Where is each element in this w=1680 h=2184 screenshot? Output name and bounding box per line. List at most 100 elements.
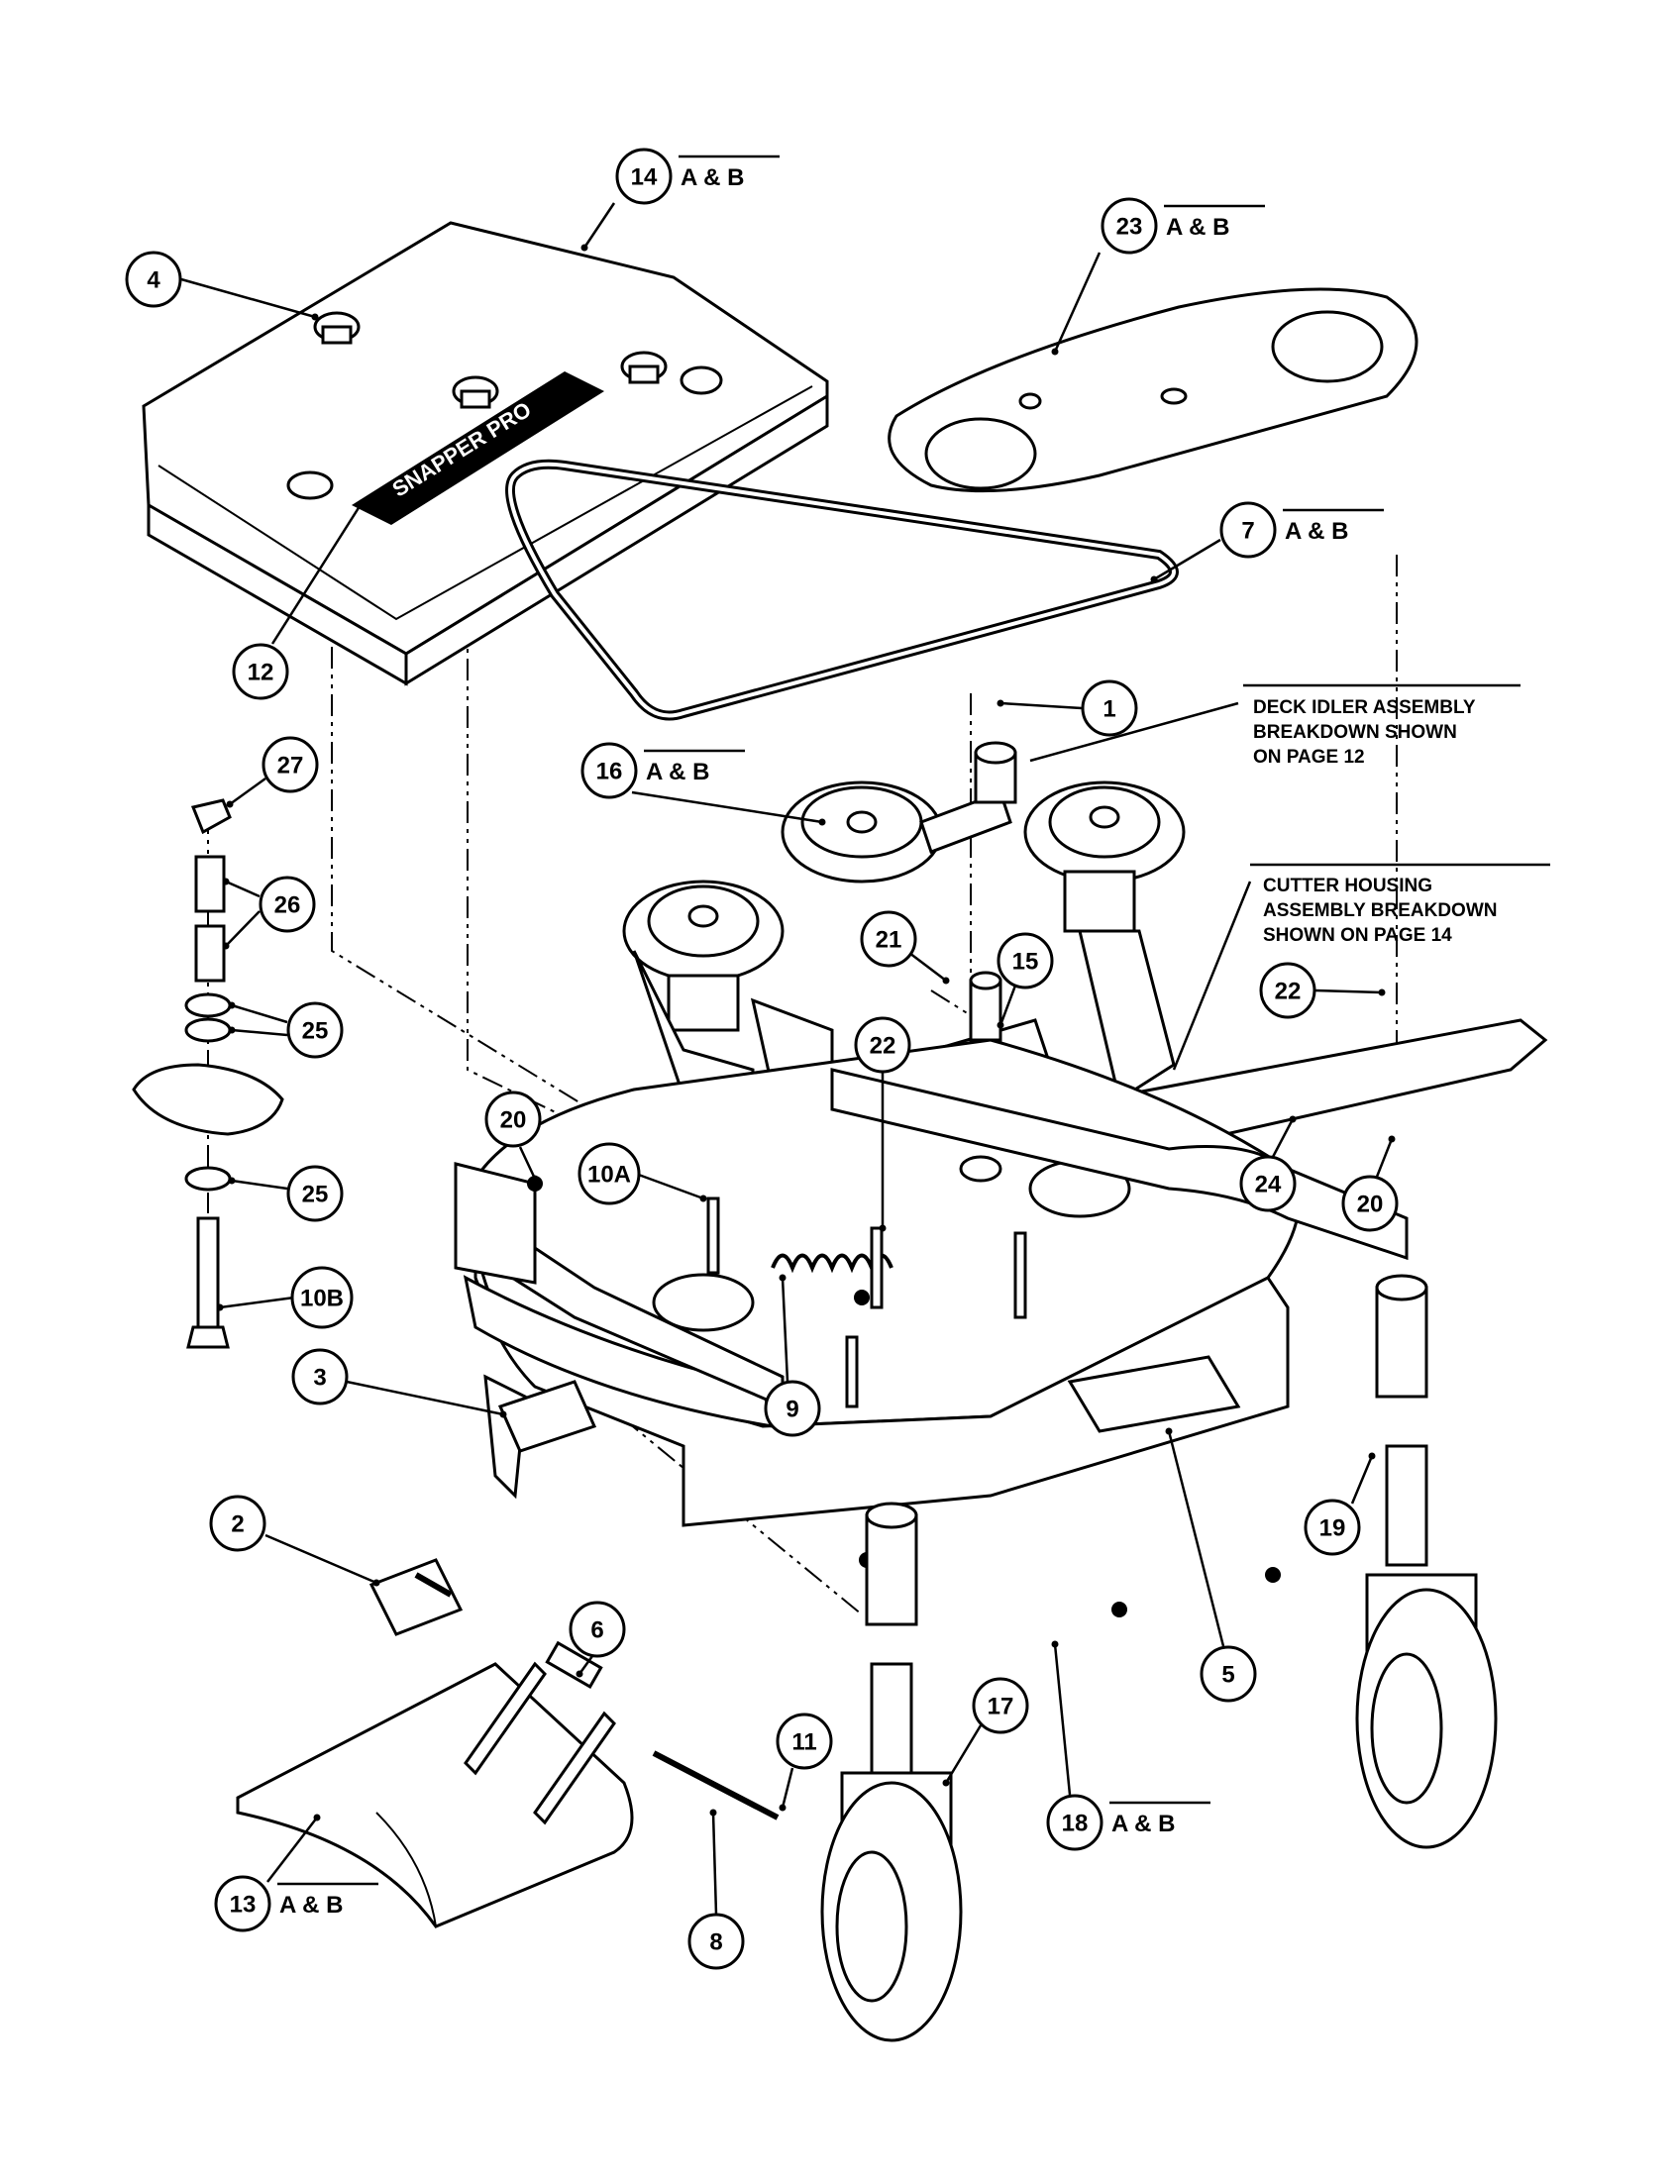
leader-arrowhead xyxy=(997,1021,1004,1029)
callout-suffix: A & B xyxy=(279,1892,343,1919)
callout-number: 22 xyxy=(870,1033,896,1060)
callout-c21: 21 xyxy=(860,910,950,985)
leader-arrowhead xyxy=(879,1224,887,1232)
callout-c10A: 10A xyxy=(578,1142,707,1205)
callout-number: 3 xyxy=(313,1365,326,1392)
callout-circle xyxy=(125,251,182,308)
leader-arrowhead xyxy=(531,1175,539,1183)
leader-arrowhead xyxy=(942,977,950,985)
callout-number: 19 xyxy=(1319,1515,1346,1542)
callout-c19: 19 xyxy=(1304,1452,1376,1556)
callout-circle xyxy=(569,1601,626,1658)
callout-number: 12 xyxy=(248,660,274,686)
callout-suffix: A & B xyxy=(646,759,709,785)
note-cutter-line3: SHOWN ON PAGE 14 xyxy=(1263,925,1452,946)
callout-circle xyxy=(1239,1155,1297,1212)
callout-c9: 9 xyxy=(764,1274,821,1437)
leader-arrowhead xyxy=(576,1670,583,1678)
callout-circle xyxy=(578,1142,641,1205)
callout-circle xyxy=(232,643,289,700)
leader-line xyxy=(270,502,364,645)
leader-line xyxy=(346,1380,504,1416)
leader-arrowhead xyxy=(779,1274,787,1282)
leader-arrowhead xyxy=(222,878,230,885)
callout-circle xyxy=(615,148,673,205)
callout-number: 16 xyxy=(596,759,623,785)
callout-number: 23 xyxy=(1116,214,1143,241)
callout-c20a: 20 xyxy=(484,1091,542,1183)
leader-line xyxy=(180,277,316,319)
leader-arrowhead xyxy=(818,818,826,826)
leader-arrowhead xyxy=(699,1195,707,1202)
callout-circle xyxy=(286,1001,344,1059)
leader-line xyxy=(231,1179,288,1191)
leader-line xyxy=(908,952,947,982)
spindle-right xyxy=(1023,780,1186,1102)
leader-arrowhead xyxy=(779,1804,787,1812)
callout-number: 25 xyxy=(302,1018,329,1045)
callout-circle xyxy=(997,932,1054,989)
leader-arrowhead xyxy=(372,1579,380,1587)
callout-c12: 12 xyxy=(232,499,366,700)
callout-circle xyxy=(1101,197,1158,255)
leader-arrowhead xyxy=(311,313,319,321)
callout-suffix: A & B xyxy=(681,164,744,191)
leader-arrowhead xyxy=(997,699,1004,707)
leader-line xyxy=(635,1172,704,1200)
leader-line xyxy=(1153,538,1221,581)
callout-c22a: 22 xyxy=(854,1016,911,1232)
leader-line xyxy=(781,1277,789,1383)
note-deck-idler: DECK IDLER ASSEMBLY BREAKDOWN SHOWN ON P… xyxy=(1029,683,1521,768)
callout-c20b: 20 xyxy=(1341,1135,1399,1232)
callout-c4: 4 xyxy=(125,251,319,321)
knob-icon xyxy=(620,351,668,384)
callout-circle xyxy=(290,1266,354,1329)
leader-arrowhead xyxy=(1051,1640,1059,1648)
callout-number: 6 xyxy=(590,1617,603,1644)
callout-c16: 16 A & B xyxy=(580,742,826,826)
callout-circle xyxy=(209,1495,266,1552)
leader-arrowhead xyxy=(709,1809,717,1817)
leader-arrowhead xyxy=(1388,1135,1396,1143)
callout-circle xyxy=(1304,1499,1361,1556)
callout-c27: 27 xyxy=(226,736,319,808)
callout-number: 26 xyxy=(274,892,301,919)
callout-number: 4 xyxy=(147,267,160,294)
callout-number: 27 xyxy=(277,753,304,780)
callout-suffix: A & B xyxy=(1285,518,1348,545)
leader-line xyxy=(1053,1643,1072,1796)
callout-number: 15 xyxy=(1012,949,1039,976)
leader-line xyxy=(631,790,823,824)
callout-c17: 17 xyxy=(942,1677,1029,1787)
leader-arrowhead xyxy=(1150,575,1158,583)
callout-circle xyxy=(484,1091,542,1148)
callout-circle xyxy=(1046,1794,1103,1851)
callout-circle xyxy=(854,1016,911,1074)
callout-number: 2 xyxy=(231,1511,244,1538)
leader-line xyxy=(998,985,1017,1026)
leader-line xyxy=(711,1812,718,1916)
decal-2 xyxy=(368,1558,464,1636)
callout-c24: 24 xyxy=(1239,1115,1297,1212)
note-deck-idler-line3: ON PAGE 12 xyxy=(1253,747,1365,768)
leader-line xyxy=(264,1533,377,1585)
callout-circle xyxy=(291,1348,349,1405)
callout-c10B: 10B xyxy=(216,1266,354,1329)
leader-line xyxy=(781,1767,794,1809)
callout-circle xyxy=(1219,501,1277,559)
leader-arrowhead xyxy=(216,1303,224,1311)
callout-c8: 8 xyxy=(687,1809,745,1970)
leader-line xyxy=(582,202,616,249)
callout-c2: 2 xyxy=(209,1495,380,1587)
belt xyxy=(505,459,1179,721)
leader-line xyxy=(225,910,261,947)
callout-number: 25 xyxy=(302,1182,329,1208)
callout-number: 20 xyxy=(1357,1192,1384,1218)
callout-number: 5 xyxy=(1221,1662,1234,1689)
leader-line xyxy=(1053,252,1102,353)
caster-left xyxy=(820,1502,963,2042)
callout-circle xyxy=(1341,1175,1399,1232)
callout-number: 7 xyxy=(1241,518,1254,545)
